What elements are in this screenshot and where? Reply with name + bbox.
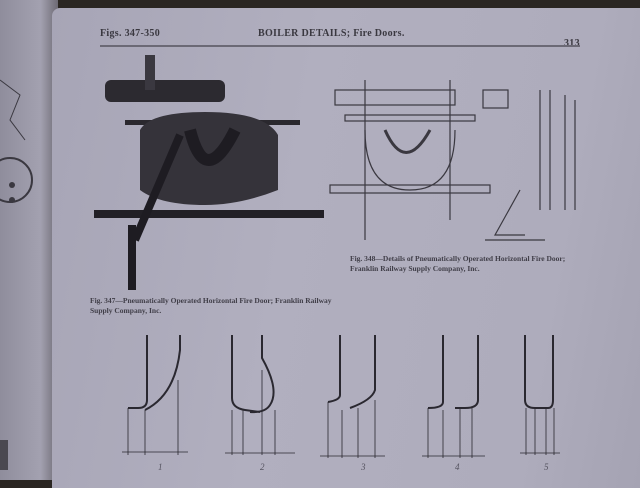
fire-door-profiles — [122, 335, 560, 458]
header-rule — [100, 45, 580, 47]
profile-1 — [122, 335, 188, 455]
profile-4 — [422, 335, 485, 458]
profile-2 — [225, 335, 295, 455]
page-number: 313 — [564, 38, 580, 49]
profile-label-4: 4 — [455, 462, 460, 472]
fig-347-caption: Fig. 347—Pneumatically Operated Horizont… — [90, 296, 332, 315]
fig-348-caption: Fig. 348—Details of Pneumatically Operat… — [350, 254, 566, 273]
fire-door-photo — [94, 55, 324, 290]
profile-label-1: 1 — [158, 462, 163, 472]
profile-3 — [320, 335, 385, 458]
profile-label-2: 2 — [260, 462, 265, 472]
facing-page — [0, 0, 58, 480]
header-title: BOILER DETAILS; Fire Doors. — [258, 28, 405, 39]
facing-page-drawing — [0, 79, 33, 470]
profile-5 — [520, 335, 560, 455]
profile-label-3: 3 — [361, 462, 366, 472]
header-figures: Figs. 347-350 — [100, 28, 161, 39]
fire-door-detail-drawing — [329, 80, 576, 241]
profile-label-5: 5 — [544, 462, 549, 472]
